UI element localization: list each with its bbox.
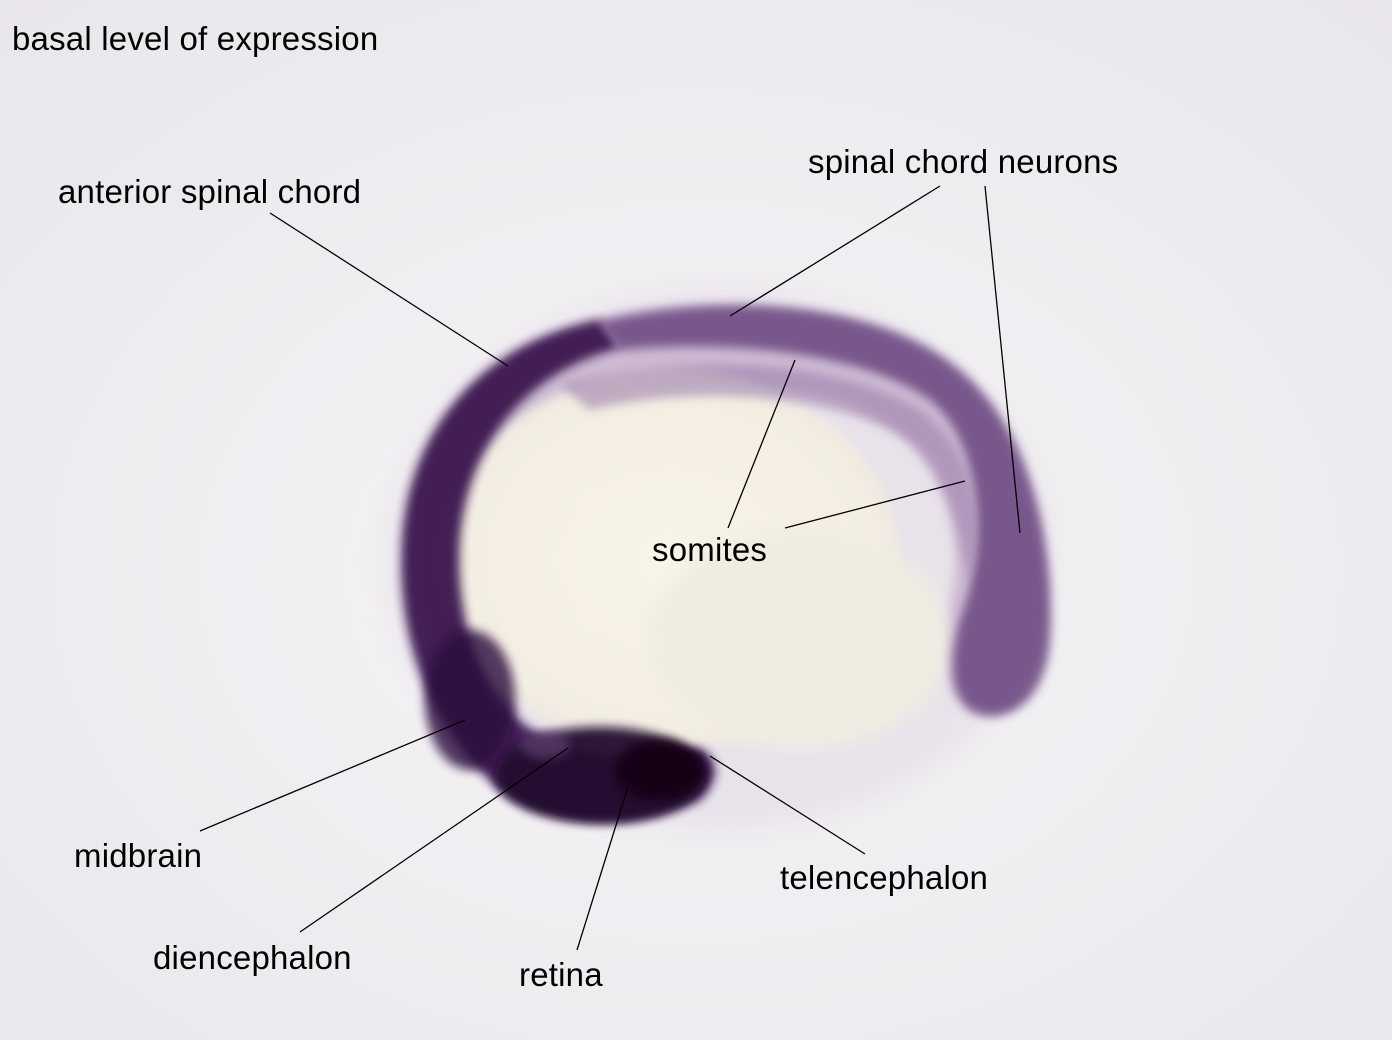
midbrain-dark	[425, 630, 515, 770]
leader-somites-2	[784, 480, 966, 529]
figure-title: basal level of expression	[12, 20, 379, 57]
retina-dark	[615, 740, 705, 800]
forebrain-light	[520, 731, 570, 759]
label-midbrain: midbrain	[74, 837, 203, 874]
leader-somites-1	[727, 359, 796, 529]
label-telencephalon: telencephalon	[780, 859, 989, 896]
spinal-chord-stain	[600, 305, 1051, 716]
leader-spinal-neurons-2	[984, 185, 1021, 534]
leader-retina	[576, 789, 628, 951]
label-retina: retina	[519, 956, 603, 993]
label-somites: somites	[652, 531, 768, 568]
leader-telencephalon	[709, 755, 866, 855]
leader-midbrain	[199, 719, 466, 832]
somites-band	[560, 364, 976, 580]
label-anterior-spinal-chord: anterior spinal chord	[58, 173, 362, 210]
leader-diencephalon	[299, 747, 569, 933]
leader-lines	[199, 185, 1021, 951]
yolk-lower	[650, 530, 950, 750]
leader-anterior-spinal-chord	[269, 212, 509, 367]
label-spinal-chord-neurons: spinal chord neurons	[808, 143, 1119, 180]
leader-spinal-neurons-1	[729, 185, 941, 317]
label-diencephalon: diencephalon	[153, 939, 352, 976]
